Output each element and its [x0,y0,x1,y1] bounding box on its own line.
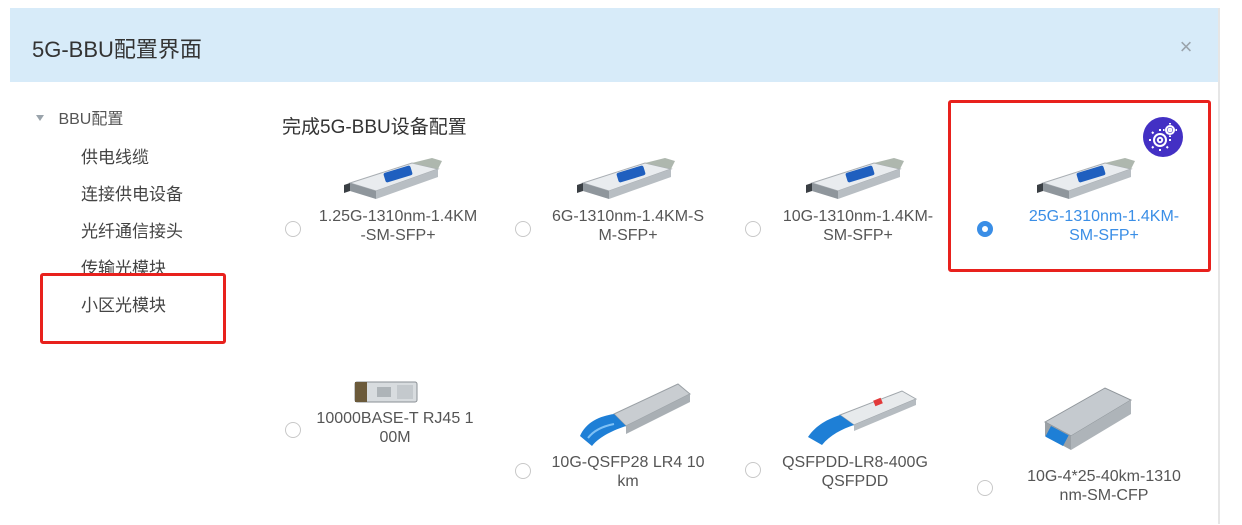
close-button[interactable]: × [1176,34,1196,59]
gear-icon [1149,123,1177,151]
cfp-module-image [1043,387,1133,450]
rj45-module-image [354,381,418,403]
tree-item-fiber-connector[interactable]: 光纤通信接头 [81,222,183,241]
dialog-header: 5G-BBU配置界面 × [10,8,1218,82]
product-radio-4[interactable] [977,221,993,237]
dialog-title: 5G-BBU配置界面 [32,37,202,62]
product-radio-7[interactable] [745,462,761,478]
tree-root-label: BBU配置 [58,111,124,128]
caret-down-icon [36,114,44,121]
close-icon: × [1179,34,1193,59]
product-radio-1[interactable] [285,221,301,237]
tree-item-power-device[interactable]: 连接供电设备 [81,185,183,204]
product-card-1[interactable]: 1.25G-1310nm-1.4KM-SM-SFP+ [276,150,516,250]
settings-badge[interactable] [1143,117,1183,157]
sfp-module-image [577,158,675,199]
highlight-box-selected-module [948,100,1211,272]
product-card-4[interactable]: 25G-1310nm-1.4KM-SM-SFP+ [970,150,1210,250]
tree-item-cell-optical-module[interactable]: 小区光模块 [81,296,166,315]
product-radio-8[interactable] [977,480,993,496]
dialog-right-border [1218,8,1220,524]
tree-item-power-cable[interactable]: 供电线缆 [81,148,149,167]
sfp-module-image [1037,158,1135,199]
tree-root-bbu-config[interactable]: BBU配置 [36,105,196,128]
product-label-3: 10G-1310nm-1.4KM-SM-SFP+ [782,208,934,244]
product-radio-6[interactable] [515,463,531,479]
product-radio-3[interactable] [745,221,761,237]
section-title: 完成5G-BBU设备配置 [282,117,467,138]
sfp-module-image [806,158,904,199]
product-label-4: 25G-1310nm-1.4KM-SM-SFP+ [1028,208,1180,244]
qsfpdd-module-image [808,390,918,445]
product-card-3[interactable]: 10G-1310nm-1.4KM-SM-SFP+ [742,150,982,250]
product-radio-5[interactable] [285,422,301,438]
sfp-module-image [344,158,442,199]
product-label-1: 1.25G-1310nm-1.4KM-SM-SFP+ [318,208,478,244]
qsfp28-module-image [580,383,691,446]
highlight-box-cell-module [40,273,226,344]
product-radio-2[interactable] [515,221,531,237]
